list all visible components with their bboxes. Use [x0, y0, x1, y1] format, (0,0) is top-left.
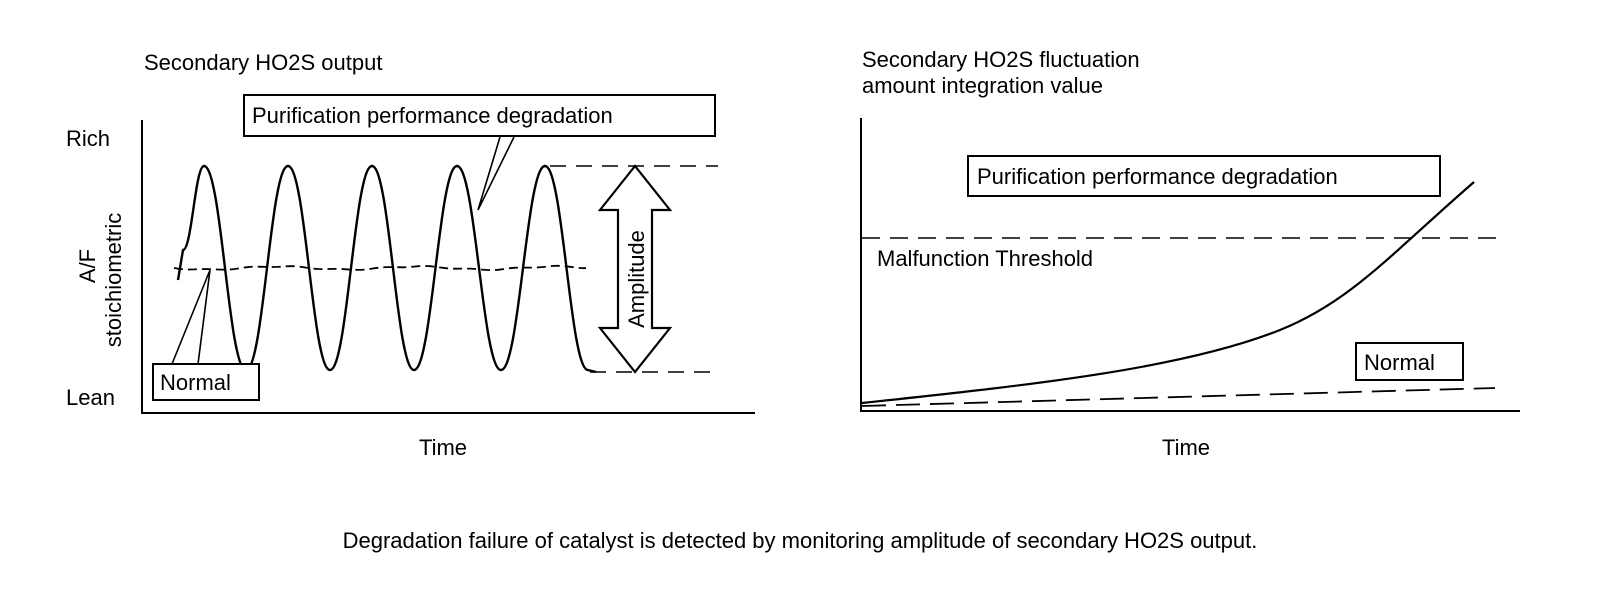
- normal-callout-pointer: [171, 269, 211, 365]
- diagram-caption: Degradation failure of catalyst is detec…: [342, 528, 1258, 553]
- normal-callout-label: Normal: [160, 370, 231, 395]
- right-panel: Secondary HO2S fluctuation amount integr…: [860, 47, 1520, 460]
- normal-callout-box: [152, 363, 260, 401]
- normal-integration-curve: [861, 387, 1496, 407]
- amplitude-double-arrow: [597, 164, 673, 374]
- malfunction-threshold-label: Malfunction Threshold: [877, 246, 1093, 271]
- y-axis-label-stoichiometric: stoichiometric: [101, 213, 126, 347]
- y-axis-label-af: A/F: [75, 249, 100, 283]
- right-degraded-callout-box: [967, 155, 1441, 197]
- left-x-axis-label: Time: [419, 435, 467, 460]
- degraded-output-waveform: [176, 164, 597, 374]
- right-normal-callout-label: Normal: [1364, 350, 1435, 375]
- normal-output-waveform: [173, 264, 587, 271]
- right-normal-callout-box: [1355, 342, 1464, 381]
- amplitude-label: Amplitude: [624, 230, 649, 328]
- left-panel-title: Secondary HO2S output: [144, 50, 382, 75]
- right-x-axis-label: Time: [1162, 435, 1210, 460]
- left-panel: Secondary HO2S output Rich Lean A/F stoi…: [66, 50, 755, 460]
- degraded-callout-box: [243, 94, 716, 137]
- degraded-integration-curve: [861, 181, 1475, 405]
- right-panel-title-line1: Secondary HO2S fluctuation: [862, 47, 1140, 72]
- degraded-callout-pointer: [477, 136, 515, 211]
- rich-label: Rich: [66, 126, 110, 151]
- right-panel-title-line2: amount integration value: [862, 73, 1103, 98]
- lean-label: Lean: [66, 385, 115, 410]
- degraded-callout-label: Purification performance degradation: [252, 103, 613, 128]
- right-degraded-callout-label: Purification performance degradation: [977, 164, 1338, 189]
